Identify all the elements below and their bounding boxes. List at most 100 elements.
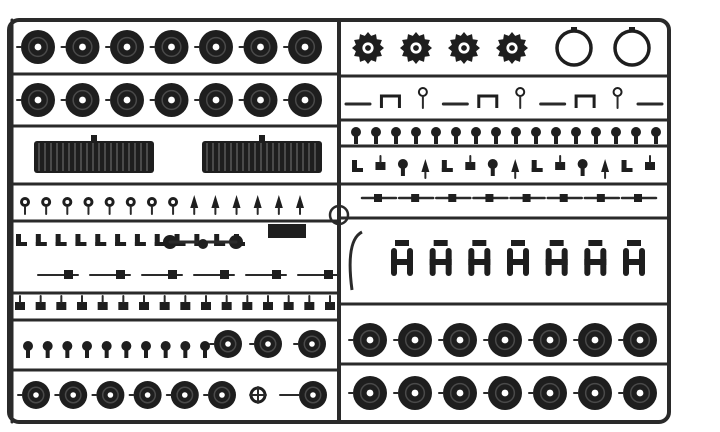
idler-part-6: [141, 341, 151, 358]
mixed-part-9: [555, 155, 566, 170]
mixed-part-10: [577, 159, 588, 176]
suspension-arm-2: [468, 240, 491, 276]
bracket-part-10: [214, 234, 226, 246]
bracket-part-7: [154, 234, 166, 246]
mixed-part-2: [397, 159, 408, 176]
rod-part-0: [37, 270, 79, 279]
clip-part-1: [35, 295, 46, 310]
mixed-part-6: [487, 159, 498, 176]
bracket-part-2: [55, 234, 67, 246]
clip-part-7: [159, 295, 170, 310]
fitting-b-3: [411, 127, 421, 144]
small-part-13: [296, 195, 304, 215]
sprocket-1: [400, 32, 432, 64]
mixed-part-7: [511, 159, 520, 179]
small-part-4: [104, 197, 115, 215]
tool-part-4: [509, 194, 546, 202]
road-wheel-b-1: [60, 83, 100, 117]
wheel-d-3: [483, 376, 522, 410]
rod-part-2: [141, 270, 183, 279]
idler-wheel-2: [293, 330, 326, 358]
spoked-part: [249, 386, 267, 404]
mixed-part-8: [531, 160, 543, 172]
idler-part-1: [42, 341, 53, 358]
fitting-a-1: [379, 94, 401, 108]
small-part-3: [83, 197, 94, 215]
fitting-b-5: [451, 127, 461, 144]
suspension-arm-0: [391, 240, 413, 276]
linkage-part: [163, 235, 243, 249]
suspension-arm-1: [429, 240, 452, 276]
idler-part-9: [200, 341, 210, 358]
road-wheel-a-0: [16, 30, 55, 64]
small-part-2: [62, 197, 73, 215]
fitting-b-8: [511, 127, 521, 144]
idler-part-5: [121, 341, 132, 358]
clip-part-0: [15, 295, 25, 310]
clip-part-2: [56, 295, 67, 310]
fitting-b-7: [491, 127, 501, 144]
idler-part-8: [180, 341, 191, 358]
wheel-d-0: [348, 376, 387, 410]
fitting-b-11: [571, 127, 581, 144]
fitting-a-7: [574, 94, 596, 108]
bracket-part-8: [174, 234, 186, 246]
tool-part-6: [583, 194, 621, 202]
wheel-c-1: [393, 323, 432, 357]
rod-part-1: [89, 270, 131, 279]
wheel-d-6: [618, 376, 657, 410]
fitting-b-1: [371, 127, 381, 144]
fitting-b-15: [651, 127, 661, 144]
wheel-c-4: [528, 323, 567, 357]
road-wheel-a-4: [194, 30, 233, 64]
road-wheel-b-0: [16, 83, 55, 117]
track-section-1: [202, 135, 322, 173]
fitting-a-5: [515, 87, 526, 109]
small-wheel-1: [54, 381, 88, 409]
clip-part-5: [118, 295, 129, 310]
sprue-parts: [15, 27, 664, 410]
clip-part-14: [304, 295, 315, 310]
small-wheel-2: [91, 381, 125, 409]
suspension-arm-6: [623, 240, 645, 276]
bracket-part-5: [115, 234, 127, 246]
mixed-part-0: [352, 160, 363, 172]
clip-part-11: [242, 295, 253, 310]
tool-part-5: [546, 194, 583, 202]
wheel-d-2: [438, 376, 477, 410]
road-wheel-a-1: [60, 30, 100, 64]
rod-part-4: [245, 270, 287, 279]
wheel-c-2: [438, 323, 477, 357]
sprocket-2: [448, 32, 480, 64]
mixed-part-3: [421, 159, 430, 179]
clip-part-3: [77, 295, 87, 310]
wheel-d-5: [573, 376, 612, 410]
fitting-b-6: [471, 127, 481, 144]
small-part-1: [41, 197, 52, 215]
fitting-b-2: [391, 127, 401, 144]
idler-part-2: [62, 341, 73, 358]
road-wheel-b-3: [149, 83, 189, 117]
small-part-7: [168, 197, 179, 215]
idler-part-3: [82, 341, 92, 358]
fitting-b-13: [611, 127, 621, 144]
suspension-arm-3: [507, 240, 529, 276]
suspension-arm-4: [545, 240, 568, 276]
wheel-d-1: [393, 376, 432, 410]
wheel-c-6: [618, 323, 657, 357]
small-part-10: [232, 195, 241, 215]
wheel-c-3: [483, 323, 522, 357]
bracket-part-1: [35, 234, 47, 246]
wheel-c-5: [573, 323, 612, 357]
small-part-5: [125, 197, 136, 215]
mixed-part-1: [375, 155, 386, 170]
road-wheel-b-5: [238, 83, 278, 117]
fitting-b-14: [631, 127, 641, 144]
small-part-8: [190, 195, 199, 215]
small-wheel-4: [165, 381, 199, 409]
tool-part-0: [360, 194, 398, 202]
sprocket-0: [352, 32, 384, 64]
ring-part-1: [613, 27, 651, 67]
